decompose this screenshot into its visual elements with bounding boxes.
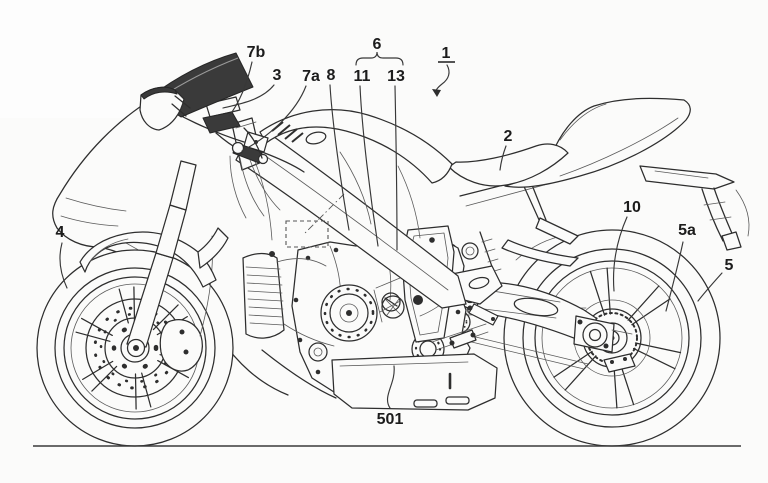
rear-caliper	[603, 353, 636, 373]
leader-lines	[59, 51, 723, 409]
exhaust-muffler	[261, 349, 498, 411]
mirror	[139, 86, 191, 131]
license-hanger	[701, 187, 750, 251]
ref-label-6: 6	[373, 36, 382, 53]
passenger-footpeg	[535, 217, 579, 245]
radiator	[242, 251, 335, 347]
fuel-tank	[259, 109, 453, 239]
bar-end	[257, 153, 269, 165]
swingarm	[459, 281, 636, 373]
leader-501	[386, 365, 395, 409]
leader-8	[329, 84, 350, 231]
ref-label-501: 501	[377, 411, 404, 428]
ref-label-7b: 7b	[247, 44, 266, 61]
top-clamp	[202, 111, 241, 134]
ref-label-3: 3	[273, 67, 282, 84]
leader-7b	[228, 61, 253, 117]
exhaust-vent	[413, 399, 438, 408]
leader-5a	[665, 241, 684, 312]
leader-11	[359, 85, 379, 247]
leader-7a	[241, 85, 307, 152]
front-fender	[79, 227, 229, 288]
dashed-region	[285, 193, 345, 248]
front-fork	[126, 160, 197, 358]
seat	[448, 143, 569, 187]
leader-5	[697, 272, 723, 302]
tail-bracket	[639, 165, 735, 190]
reference-labels: 7b 3 7a 8 11 13 6 1 2 10 5a 5 4 501	[56, 36, 734, 428]
ref-label-4: 4	[56, 224, 65, 241]
ref-label-2: 2	[504, 128, 513, 145]
ref-label-10: 10	[623, 199, 641, 216]
brake-lever	[261, 151, 305, 173]
leader-13	[394, 85, 398, 251]
leader-4	[59, 242, 68, 289]
ref-label-8: 8	[327, 67, 336, 84]
headlight-line	[65, 197, 127, 212]
leader-10	[612, 216, 628, 292]
leader-2	[499, 145, 507, 171]
brace-6	[355, 51, 404, 66]
ref-label-13: 13	[387, 68, 405, 85]
scan-artifact	[0, 0, 130, 118]
leader-3	[222, 84, 275, 109]
arrow-1	[432, 61, 455, 97]
exhaust-vent	[445, 396, 470, 405]
ref-label-1: 1	[442, 45, 451, 62]
ref-label-7a: 7a	[302, 68, 320, 85]
ref-label-5: 5	[725, 257, 734, 274]
headlight-line	[60, 215, 119, 227]
ref-label-11: 11	[354, 68, 371, 85]
ref-label-5a: 5a	[678, 222, 696, 239]
fuel-cap	[305, 131, 327, 145]
